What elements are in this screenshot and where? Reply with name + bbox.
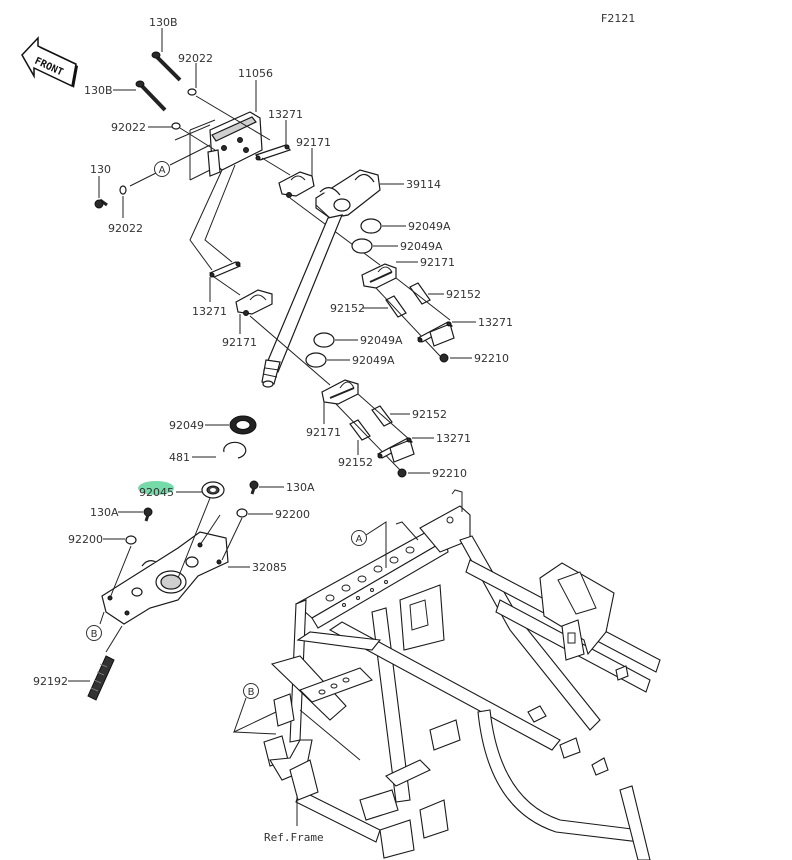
part-label-92022[interactable]: 92022 xyxy=(178,52,213,65)
bearing-92045[interactable] xyxy=(201,481,225,499)
plate-13271[interactable] xyxy=(417,321,455,347)
part-label-92171[interactable]: 92171 xyxy=(222,336,257,349)
part-label-92152[interactable]: 92152 xyxy=(330,302,365,315)
clamp-92171[interactable] xyxy=(278,171,315,198)
highlight-marker xyxy=(138,481,174,495)
part-label-92049a[interactable]: 92049A xyxy=(352,354,395,367)
plate-13271[interactable] xyxy=(254,144,292,161)
part-label-130b[interactable]: 130B xyxy=(149,16,178,29)
stud-92192[interactable] xyxy=(87,655,115,701)
part-label-130a[interactable]: 130A xyxy=(286,481,315,494)
part-label-92022[interactable]: 92022 xyxy=(108,222,143,235)
nut-92210[interactable] xyxy=(439,353,449,363)
part-label-92049a[interactable]: 92049A xyxy=(400,240,443,253)
part-label-92152[interactable]: 92152 xyxy=(446,288,481,301)
front-arrow-icon: FRONT xyxy=(21,36,78,88)
svg-text:B: B xyxy=(91,629,98,640)
part-label-92171[interactable]: 92171 xyxy=(296,136,331,149)
oil-seal-92049[interactable] xyxy=(229,415,257,435)
plate-13271[interactable] xyxy=(208,261,242,278)
bolt-130b-left[interactable] xyxy=(135,80,167,112)
part-label-39114[interactable]: 39114 xyxy=(406,178,441,191)
holder-39114[interactable] xyxy=(315,169,381,219)
bolt-130[interactable] xyxy=(94,198,108,209)
part-label-92049a[interactable]: 92049A xyxy=(360,334,403,347)
part-label-11056[interactable]: 11056 xyxy=(238,67,273,80)
part-label-92045[interactable]: 92045 xyxy=(139,486,174,499)
svg-text:A: A xyxy=(356,534,363,545)
washer-92200[interactable] xyxy=(125,535,137,545)
clamp-92171[interactable] xyxy=(321,379,359,405)
callout-a: A xyxy=(351,521,387,568)
ref-frame-label: Ref.Frame xyxy=(264,831,324,844)
part-label-130a[interactable]: 130A xyxy=(90,506,119,519)
washer-92022[interactable] xyxy=(119,185,127,195)
washer-92022[interactable] xyxy=(171,122,181,130)
part-label-92200[interactable]: 92200 xyxy=(275,508,310,521)
collar-92152[interactable] xyxy=(385,295,407,318)
part-label-92171[interactable]: 92171 xyxy=(420,256,455,269)
plate-13271[interactable] xyxy=(377,437,415,463)
part-label-13271[interactable]: 13271 xyxy=(436,432,471,445)
part-label-32085[interactable]: 32085 xyxy=(252,561,287,574)
part-label-92152[interactable]: 92152 xyxy=(412,408,447,421)
collar-92152[interactable] xyxy=(349,419,371,441)
circlip-481[interactable] xyxy=(223,441,247,459)
part-label-130[interactable]: 130 xyxy=(90,163,111,176)
part-label-130b[interactable]: 130B xyxy=(84,84,113,97)
part-label-92152[interactable]: 92152 xyxy=(338,456,373,469)
part-label-92210[interactable]: 92210 xyxy=(432,467,467,480)
part-label-92049[interactable]: 92049 xyxy=(169,419,204,432)
part-label-92210[interactable]: 92210 xyxy=(474,352,509,365)
bolt-130a[interactable] xyxy=(249,480,259,495)
callout-b: B xyxy=(233,683,277,735)
oil-seal-92049a[interactable] xyxy=(360,218,382,234)
oil-seal-92049a[interactable] xyxy=(313,332,335,348)
svg-text:A: A xyxy=(159,165,166,176)
part-label-92192[interactable]: 92192 xyxy=(33,675,68,688)
bolt-130b-top[interactable] xyxy=(151,51,182,82)
callout-a: A xyxy=(154,144,211,177)
part-label-13271[interactable]: 13271 xyxy=(192,305,227,318)
part-label-92022[interactable]: 92022 xyxy=(111,121,146,134)
part-label-13271[interactable]: 13271 xyxy=(478,316,513,329)
part-label-92200[interactable]: 92200 xyxy=(68,533,103,546)
part-label-481[interactable]: 481 xyxy=(169,451,190,464)
washer-92200[interactable] xyxy=(236,508,248,518)
svg-text:B: B xyxy=(248,687,255,698)
frame-assembly xyxy=(263,489,661,860)
clamp-92171[interactable] xyxy=(361,263,397,289)
oil-seal-92049a[interactable] xyxy=(351,238,373,254)
part-label-92049a[interactable]: 92049A xyxy=(408,220,451,233)
part-label-13271[interactable]: 13271 xyxy=(268,108,303,121)
plate-32085[interactable] xyxy=(101,531,229,625)
collar-92152[interactable] xyxy=(409,282,431,305)
washer-92022[interactable] xyxy=(187,88,197,96)
steering-shaft[interactable] xyxy=(261,214,343,388)
bolt-130a[interactable] xyxy=(143,507,153,522)
callout-b: B xyxy=(86,611,105,641)
clamp-92171[interactable] xyxy=(235,289,273,316)
part-label-92171[interactable]: 92171 xyxy=(306,426,341,439)
bracket-11056[interactable] xyxy=(207,111,263,177)
oil-seal-92049a[interactable] xyxy=(305,352,327,368)
nut-92210[interactable] xyxy=(397,468,407,478)
diagram-code: F2121 xyxy=(601,12,635,25)
